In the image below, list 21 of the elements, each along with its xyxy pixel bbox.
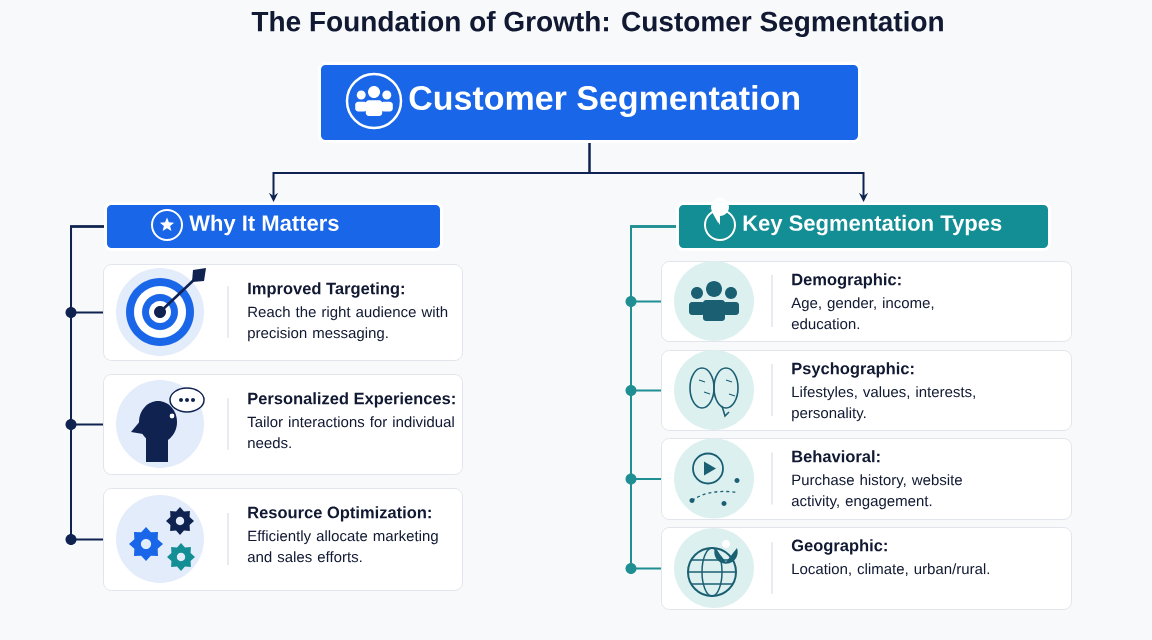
header-title: Why It Matters	[189, 214, 339, 236]
card-heading: Geographic:	[791, 539, 887, 555]
card-description: Location, climate, urban/rural.	[792, 563, 990, 576]
card-description: Lifestyles, values, interests, personality.	[792, 386, 975, 422]
card-heading: Demographic:	[792, 273, 901, 289]
header-title: Customer Segmentation	[409, 85, 799, 117]
card-description: Reach the right audience with precision messaging.	[248, 306, 448, 342]
card-description: Efficiently allocate marketing and sales efforts.	[247, 530, 438, 563]
card-description: Age, gender, income, education.	[791, 297, 934, 330]
card-heading: Behavioral:	[792, 450, 880, 463]
card-heading: Psychographic:	[792, 362, 914, 378]
card-heading: Improved Targeting:	[248, 282, 404, 298]
title: The Foundation of Growth: Customer Segmentation	[251, 10, 943, 38]
card-description: Purchase history, website activity, engagement.	[791, 474, 962, 510]
card-description: Tailor interactions for individual needs.	[247, 416, 454, 449]
connector-line	[65, 225, 105, 545]
card-heading: Personalized Experiences:	[248, 392, 455, 408]
arrow	[588, 142, 869, 202]
header-title: Key Segmentation Types	[743, 214, 1002, 236]
card-heading: Resource Optimization:	[248, 506, 431, 522]
connector-line	[625, 225, 677, 574]
